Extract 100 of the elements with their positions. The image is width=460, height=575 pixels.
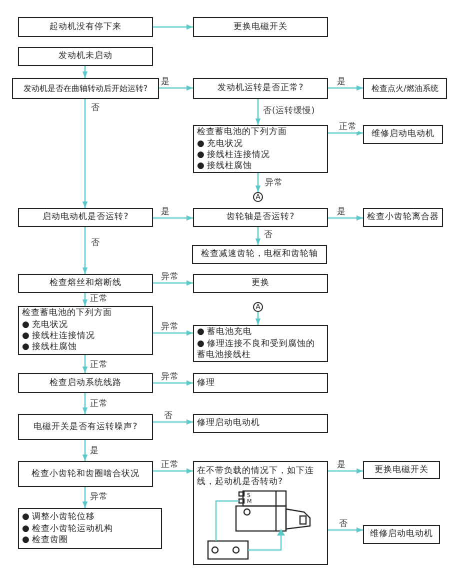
process-box bbox=[18, 306, 153, 355]
process-box bbox=[193, 78, 328, 99]
list-item: ● 接线柱腐蚀 bbox=[22, 342, 78, 353]
edge-label: 否 bbox=[263, 230, 274, 240]
node-text: 发动机未启动 bbox=[58, 51, 112, 62]
edge-label: 是 bbox=[336, 207, 347, 217]
node-text: 检查启动系统线路 bbox=[50, 378, 122, 388]
arrow bbox=[255, 312, 261, 325]
edge-label: 异常 bbox=[160, 372, 180, 382]
arrow bbox=[82, 355, 88, 373]
process-box bbox=[193, 461, 328, 565]
node-text: ● 调整小齿轮位移 bbox=[22, 512, 96, 522]
arrow bbox=[328, 468, 363, 474]
node-text: 检查小齿轮离合器 bbox=[367, 212, 439, 223]
arrow bbox=[159, 85, 193, 91]
arrow bbox=[153, 468, 193, 474]
process-box bbox=[363, 208, 443, 227]
list-item: ● 充电状况 bbox=[197, 138, 244, 150]
node-text: 更换 bbox=[252, 278, 270, 289]
arrow bbox=[82, 440, 88, 461]
process-box bbox=[18, 414, 153, 440]
process-box bbox=[193, 208, 328, 227]
arrow bbox=[82, 227, 88, 274]
arrow bbox=[153, 380, 193, 386]
arrow bbox=[328, 85, 363, 91]
node-text: 修理 bbox=[197, 378, 215, 388]
arrow bbox=[82, 293, 88, 306]
edge-label: 否 bbox=[90, 103, 101, 113]
process-box bbox=[18, 508, 162, 549]
node-text: 更换电磁开关 bbox=[234, 22, 288, 32]
process-box bbox=[18, 17, 153, 37]
node-text: 检查熔丝和熔断线 bbox=[50, 278, 122, 289]
process-box bbox=[18, 208, 153, 227]
arrow bbox=[153, 215, 193, 221]
process-box bbox=[193, 373, 328, 393]
list-item: ● 检查齿圈 bbox=[22, 534, 68, 546]
node-text: 发动机是否在曲轴转动后开始运转? bbox=[23, 83, 148, 94]
process-box bbox=[18, 47, 153, 66]
process-box bbox=[193, 125, 328, 173]
edge-label: 是 bbox=[160, 77, 171, 87]
edge-label: 是 bbox=[336, 77, 347, 87]
node-text: 启动电动机是否运转? bbox=[42, 212, 128, 223]
edge-label: 异常 bbox=[160, 322, 180, 332]
list-item: ● 充电状况 bbox=[22, 320, 68, 331]
arrow bbox=[328, 130, 363, 136]
process-box bbox=[363, 525, 440, 544]
arrow bbox=[328, 215, 363, 221]
process-box bbox=[363, 461, 440, 479]
arrow bbox=[255, 227, 261, 245]
arrow bbox=[255, 99, 261, 125]
list-item: ● 接线柱腐蚀 bbox=[197, 160, 252, 172]
list-item: ● 修理连接不良和受到腐蚀的蓄电池接线柱 bbox=[197, 338, 316, 360]
edge-label: 异常 bbox=[89, 492, 109, 502]
edge-label: 异常 bbox=[160, 272, 180, 282]
node-text: 更换电磁开关 bbox=[374, 464, 428, 476]
edge-label: 否 bbox=[90, 238, 101, 248]
node-text: 齿轮轴是否运转? bbox=[226, 212, 294, 223]
arrow bbox=[82, 99, 88, 208]
arrow bbox=[82, 393, 88, 414]
node-text: 维修启动电动机 bbox=[372, 129, 434, 140]
node-text: 检查小齿轮和齿圈啮合状况 bbox=[32, 468, 140, 480]
node-text: 检查减速齿轮，电枢和齿轮轴 bbox=[201, 249, 318, 260]
list-item: ● 检查小齿轮运动机构 bbox=[22, 524, 114, 534]
process-box bbox=[193, 325, 328, 362]
list-item: ● 接线柱连接情况 bbox=[22, 331, 96, 342]
edge-label: 否 bbox=[338, 519, 349, 529]
node-text: ● 蓄电池充电 bbox=[197, 326, 252, 338]
edge-label: 正常 bbox=[338, 122, 358, 132]
node-text: 发动机运转是否正常? bbox=[218, 83, 304, 94]
edge-label: 正常 bbox=[89, 399, 109, 409]
process-box bbox=[18, 461, 153, 487]
arrow bbox=[82, 487, 88, 508]
edge-label: 正常 bbox=[89, 294, 109, 304]
edge-label: 是 bbox=[89, 446, 100, 456]
arrow bbox=[153, 330, 193, 336]
arrow bbox=[153, 280, 193, 286]
node-text: 修理启动电动机 bbox=[197, 418, 260, 429]
node-text: 检查点火/燃油系统 bbox=[372, 83, 438, 94]
node-text: 维修启动电动机 bbox=[370, 529, 433, 540]
edge-label: 否 bbox=[163, 411, 174, 421]
process-box bbox=[12, 78, 159, 99]
list-item: ● 接线柱连接情况 bbox=[197, 150, 270, 160]
process-box bbox=[192, 245, 327, 264]
edge-label: 正常 bbox=[89, 360, 109, 370]
node-text: 起动机没有停下来 bbox=[50, 22, 122, 32]
edge-label: 是 bbox=[336, 460, 347, 470]
arrow bbox=[82, 66, 88, 78]
arrow bbox=[255, 173, 261, 192]
node-text: 在不带负载的情况下，如下连线，起动机是否转动? bbox=[197, 466, 315, 488]
node-text: 检查蓄电池的下列方面 bbox=[22, 308, 112, 319]
edge-label: 是 bbox=[160, 207, 171, 217]
process-box bbox=[193, 274, 328, 293]
node-text: 检查蓄电池的下列方面 bbox=[197, 126, 287, 138]
node-text: 电磁开关是否有运转噪声? bbox=[34, 422, 138, 432]
arrow bbox=[153, 24, 193, 30]
process-box bbox=[363, 78, 447, 99]
process-box bbox=[18, 274, 153, 293]
process-box bbox=[193, 17, 328, 37]
edge-label: 否(运转缓慢) bbox=[262, 106, 316, 116]
edge-label: 异常 bbox=[264, 178, 284, 188]
